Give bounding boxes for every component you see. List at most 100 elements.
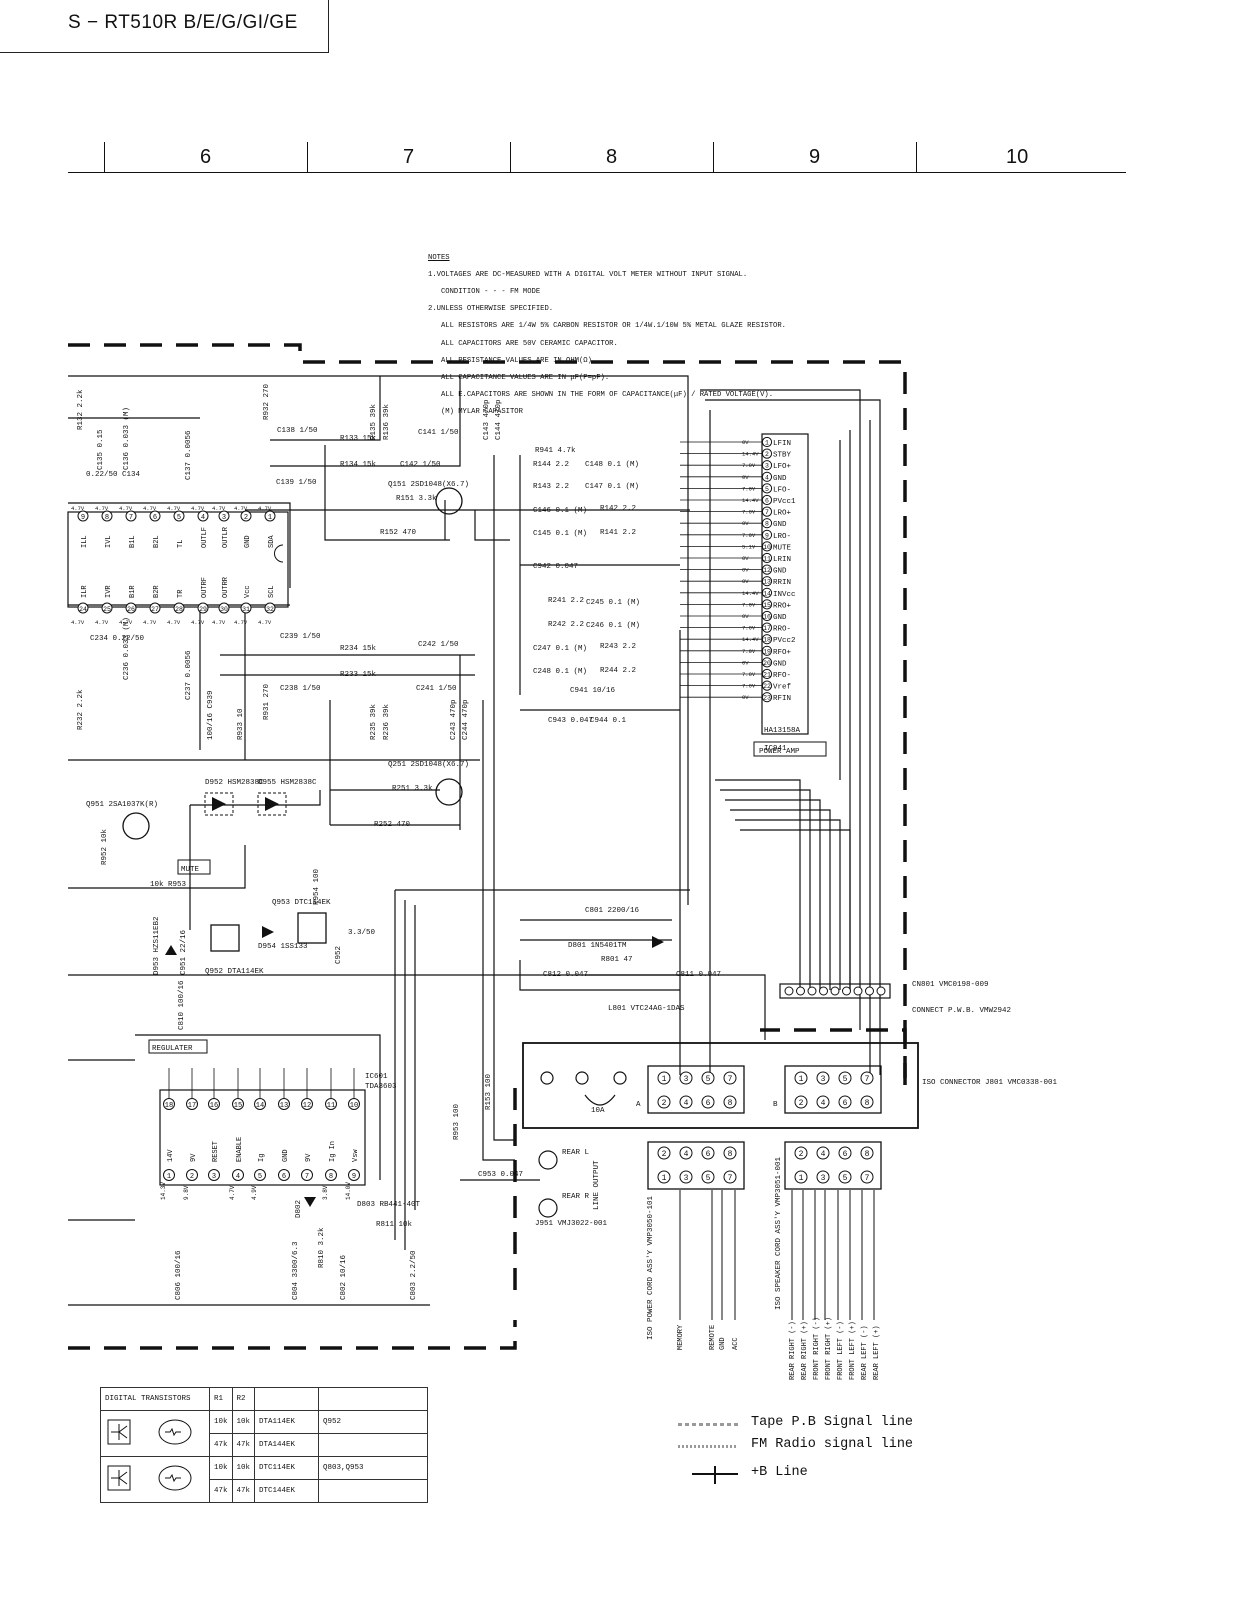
c143-label: C143 470p [483, 399, 491, 440]
ic941-pin-number: 14 [763, 590, 771, 597]
ic-left-pin-voltage: 4.7V [234, 505, 248, 512]
ic941-pin [761, 599, 773, 610]
ic941-pin [761, 680, 773, 691]
q151-label: Q151 2SD1048(X6.7) [388, 481, 469, 489]
ic-left-pin-label: SDA [268, 535, 276, 548]
c943-label: C943 0.047 [548, 717, 593, 725]
q952-label: Q952 DTA114EK [205, 968, 264, 976]
ic601-part: TDA3603 [365, 1083, 397, 1091]
ic941-pin-label: GND [773, 521, 787, 529]
table-header: R1 [209, 1387, 233, 1411]
ic-left-pin-label: OUTRF [201, 577, 209, 598]
ic-left-pin-number: 29 [199, 606, 207, 613]
connector-pin-number: 6 [843, 1150, 848, 1159]
r232-label: R232 2.2k [77, 689, 85, 730]
ic-left-pin-voltage: 4.7V [95, 505, 109, 512]
ic-left-pin-number: 7 [129, 514, 133, 522]
column-number: 7 [403, 146, 415, 168]
ic-left-pin-label: B2R [153, 585, 161, 598]
ic601-pin [163, 1169, 175, 1181]
ic-left-pin [197, 510, 209, 522]
ic601-pin-number: 5 [258, 1173, 262, 1181]
connector-pin [679, 1146, 693, 1160]
ic601-pin-voltage: 9.8V [183, 1185, 190, 1200]
r954-label: R954 100 [313, 868, 321, 905]
ic601-pin-number: 6 [282, 1173, 286, 1181]
ic941-pin-label: LRO+ [773, 510, 792, 518]
table-row: 10k 10k DTA114EK Q952 [100, 1410, 429, 1457]
ic-left-pin-number: 32 [266, 606, 274, 613]
cn801-connector [779, 983, 891, 999]
ic941-pin-label: MUTE [773, 544, 792, 552]
ic941-pin-number: 22 [763, 683, 771, 690]
table-cell: DTA114EK [254, 1410, 320, 1434]
c802-label: C802 10/16 [340, 1254, 348, 1300]
iso-connector-label: ISO CONNECTOR J801 VMC0338-001 [922, 1079, 1058, 1087]
connector-pin [860, 1170, 874, 1184]
ic-left-pin-voltage: 4.7V [212, 619, 226, 626]
ic941-pin-label: GND [773, 614, 787, 622]
ic601-pin-number: 1 [167, 1173, 171, 1181]
ic-left-pin-voltage: 4.7V [258, 619, 272, 626]
column-number: 6 [200, 146, 212, 168]
header-box: S − RT510R B/E/G/GI/GE [0, 0, 329, 53]
iso-speaker-signal: REAR LEFT (+) [873, 1325, 881, 1380]
connector-pin-number: 5 [706, 1075, 711, 1084]
connector-pin-number: 8 [728, 1150, 733, 1159]
d955-triangle [265, 797, 279, 811]
r136-label: R136 39k [383, 403, 391, 440]
c146-label: C146 0.1 (M) [533, 507, 587, 515]
table-cell [318, 1433, 429, 1457]
c137-label: C137 0.0056 [185, 430, 193, 480]
c141-label: C141 1/50 [418, 429, 459, 437]
table-cell: 10k [231, 1410, 256, 1434]
ic-left-pin-label: SCL [268, 585, 276, 598]
table-cell: Q952 [318, 1410, 429, 1434]
ic941-pin [761, 692, 773, 703]
terminal-icon [613, 1071, 627, 1085]
iso-power-signal: REMOTE [709, 1325, 717, 1350]
c812-label: C812 0.047 [543, 971, 588, 979]
connector-pin-number: 4 [684, 1099, 689, 1108]
ruler-tick [713, 142, 714, 172]
connector-pin [860, 1146, 874, 1160]
ic941-pin-voltage: 14.4V [742, 636, 759, 643]
d955-label: D955 HSM2838C [258, 779, 317, 787]
cn801-pin [865, 986, 874, 996]
ic941-pin-voltage: 7.0V [742, 509, 756, 516]
iso-power-signal: GND [719, 1337, 727, 1350]
ic601-pin-number: 18 [165, 1102, 173, 1110]
ic601-pin-number: 12 [303, 1102, 311, 1110]
ic601-pin-number: 10 [350, 1102, 358, 1110]
c245-label: C245 0.1 (M) [586, 599, 640, 607]
ic-left-pin [197, 602, 209, 614]
r941-label: R941 4.7k [535, 447, 576, 455]
cn801-pin [842, 986, 851, 996]
iso-power-label: ISO POWER CORD ASS'Y VMP3050-101 [647, 1195, 655, 1340]
ic941-pin-label: INVcc [773, 591, 796, 599]
connector-pin-number: 3 [821, 1075, 826, 1084]
note-line: ALL CAPACITORS ARE 50V CERAMIC CAPACITOR… [428, 339, 618, 348]
connector-pin-number: 7 [728, 1174, 733, 1183]
notes-block: NOTES 1.VOLTAGES ARE DC-MEASURED WITH A … [428, 245, 786, 425]
ic601-pin-label: GND [282, 1149, 290, 1162]
c136-label: C136 0.033 (M) [123, 407, 131, 470]
connector-pin [794, 1071, 808, 1085]
ic-left-pin-label: TL [177, 540, 185, 548]
ic601-pin-number: 4 [236, 1173, 240, 1181]
ic-left-pin-number: 24 [79, 606, 87, 613]
iso-speaker-signal: FRONT RIGHT (-) [813, 1317, 821, 1380]
c138-label: C138 1/50 [277, 427, 318, 435]
ic601-pin-voltage: 4.7V [229, 1185, 236, 1200]
ic-left-pin-label: IVL [105, 535, 113, 548]
ic601-pin-voltage: 14.3V [160, 1182, 167, 1200]
ic941-pin [761, 494, 773, 506]
r933-label: R933 10 [237, 708, 245, 740]
ic-left-pin-voltage: 4.7V [234, 619, 248, 626]
cn801-label: CN801 VMC0198-009 [912, 981, 989, 989]
ic941-pin-number: 18 [763, 637, 771, 644]
ic-left-pin-list: 9ILL4.7V24ILR4.7V8IVL4.7V25IVR4.7V7B1L4.… [71, 505, 276, 626]
connector-pin-number: 2 [799, 1099, 804, 1108]
ic941-pin-number: 3 [765, 463, 769, 470]
